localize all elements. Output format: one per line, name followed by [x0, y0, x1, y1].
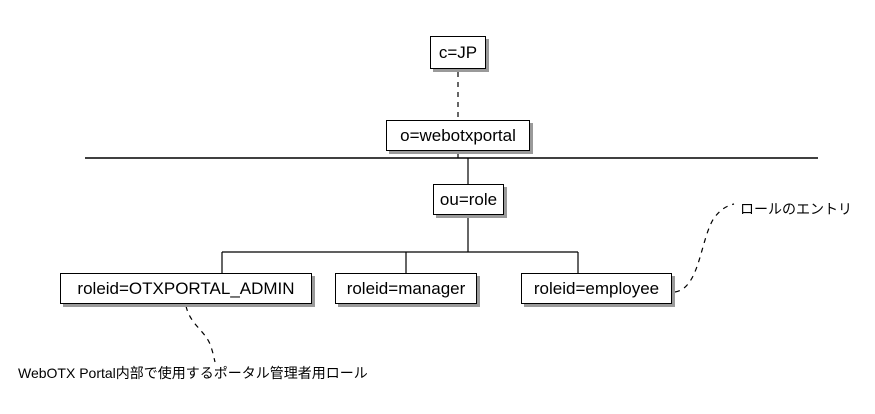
node-ou-role[interactable]: ou=role	[433, 184, 504, 215]
node-o-webotxportal[interactable]: o=webotxportal	[386, 120, 530, 151]
node-roleid-employee[interactable]: roleid=employee	[521, 273, 672, 304]
node-ou-role-label: ou=role	[439, 190, 498, 209]
node-roleid-otxportal-admin[interactable]: roleid=OTXPORTAL_ADMIN	[60, 273, 312, 304]
node-c-jp[interactable]: c=JP	[430, 36, 486, 69]
leader-role-entry-note	[674, 203, 735, 293]
annotation-role-entry: ロールのエントリ	[740, 201, 852, 217]
node-roleid-manager-label: roleid=manager	[346, 279, 466, 298]
node-roleid-otxportal-admin-label: roleid=OTXPORTAL_ADMIN	[77, 279, 295, 298]
node-o-webotxportal-label: o=webotxportal	[400, 126, 516, 145]
node-c-jp-label: c=JP	[438, 43, 478, 62]
node-roleid-employee-label: roleid=employee	[533, 279, 660, 298]
leader-portal-admin-note	[185, 305, 216, 363]
annotation-portal-admin-role: WebOTX Portal内部で使用するポータル管理者用ロール	[18, 365, 368, 381]
node-roleid-manager[interactable]: roleid=manager	[335, 273, 477, 304]
